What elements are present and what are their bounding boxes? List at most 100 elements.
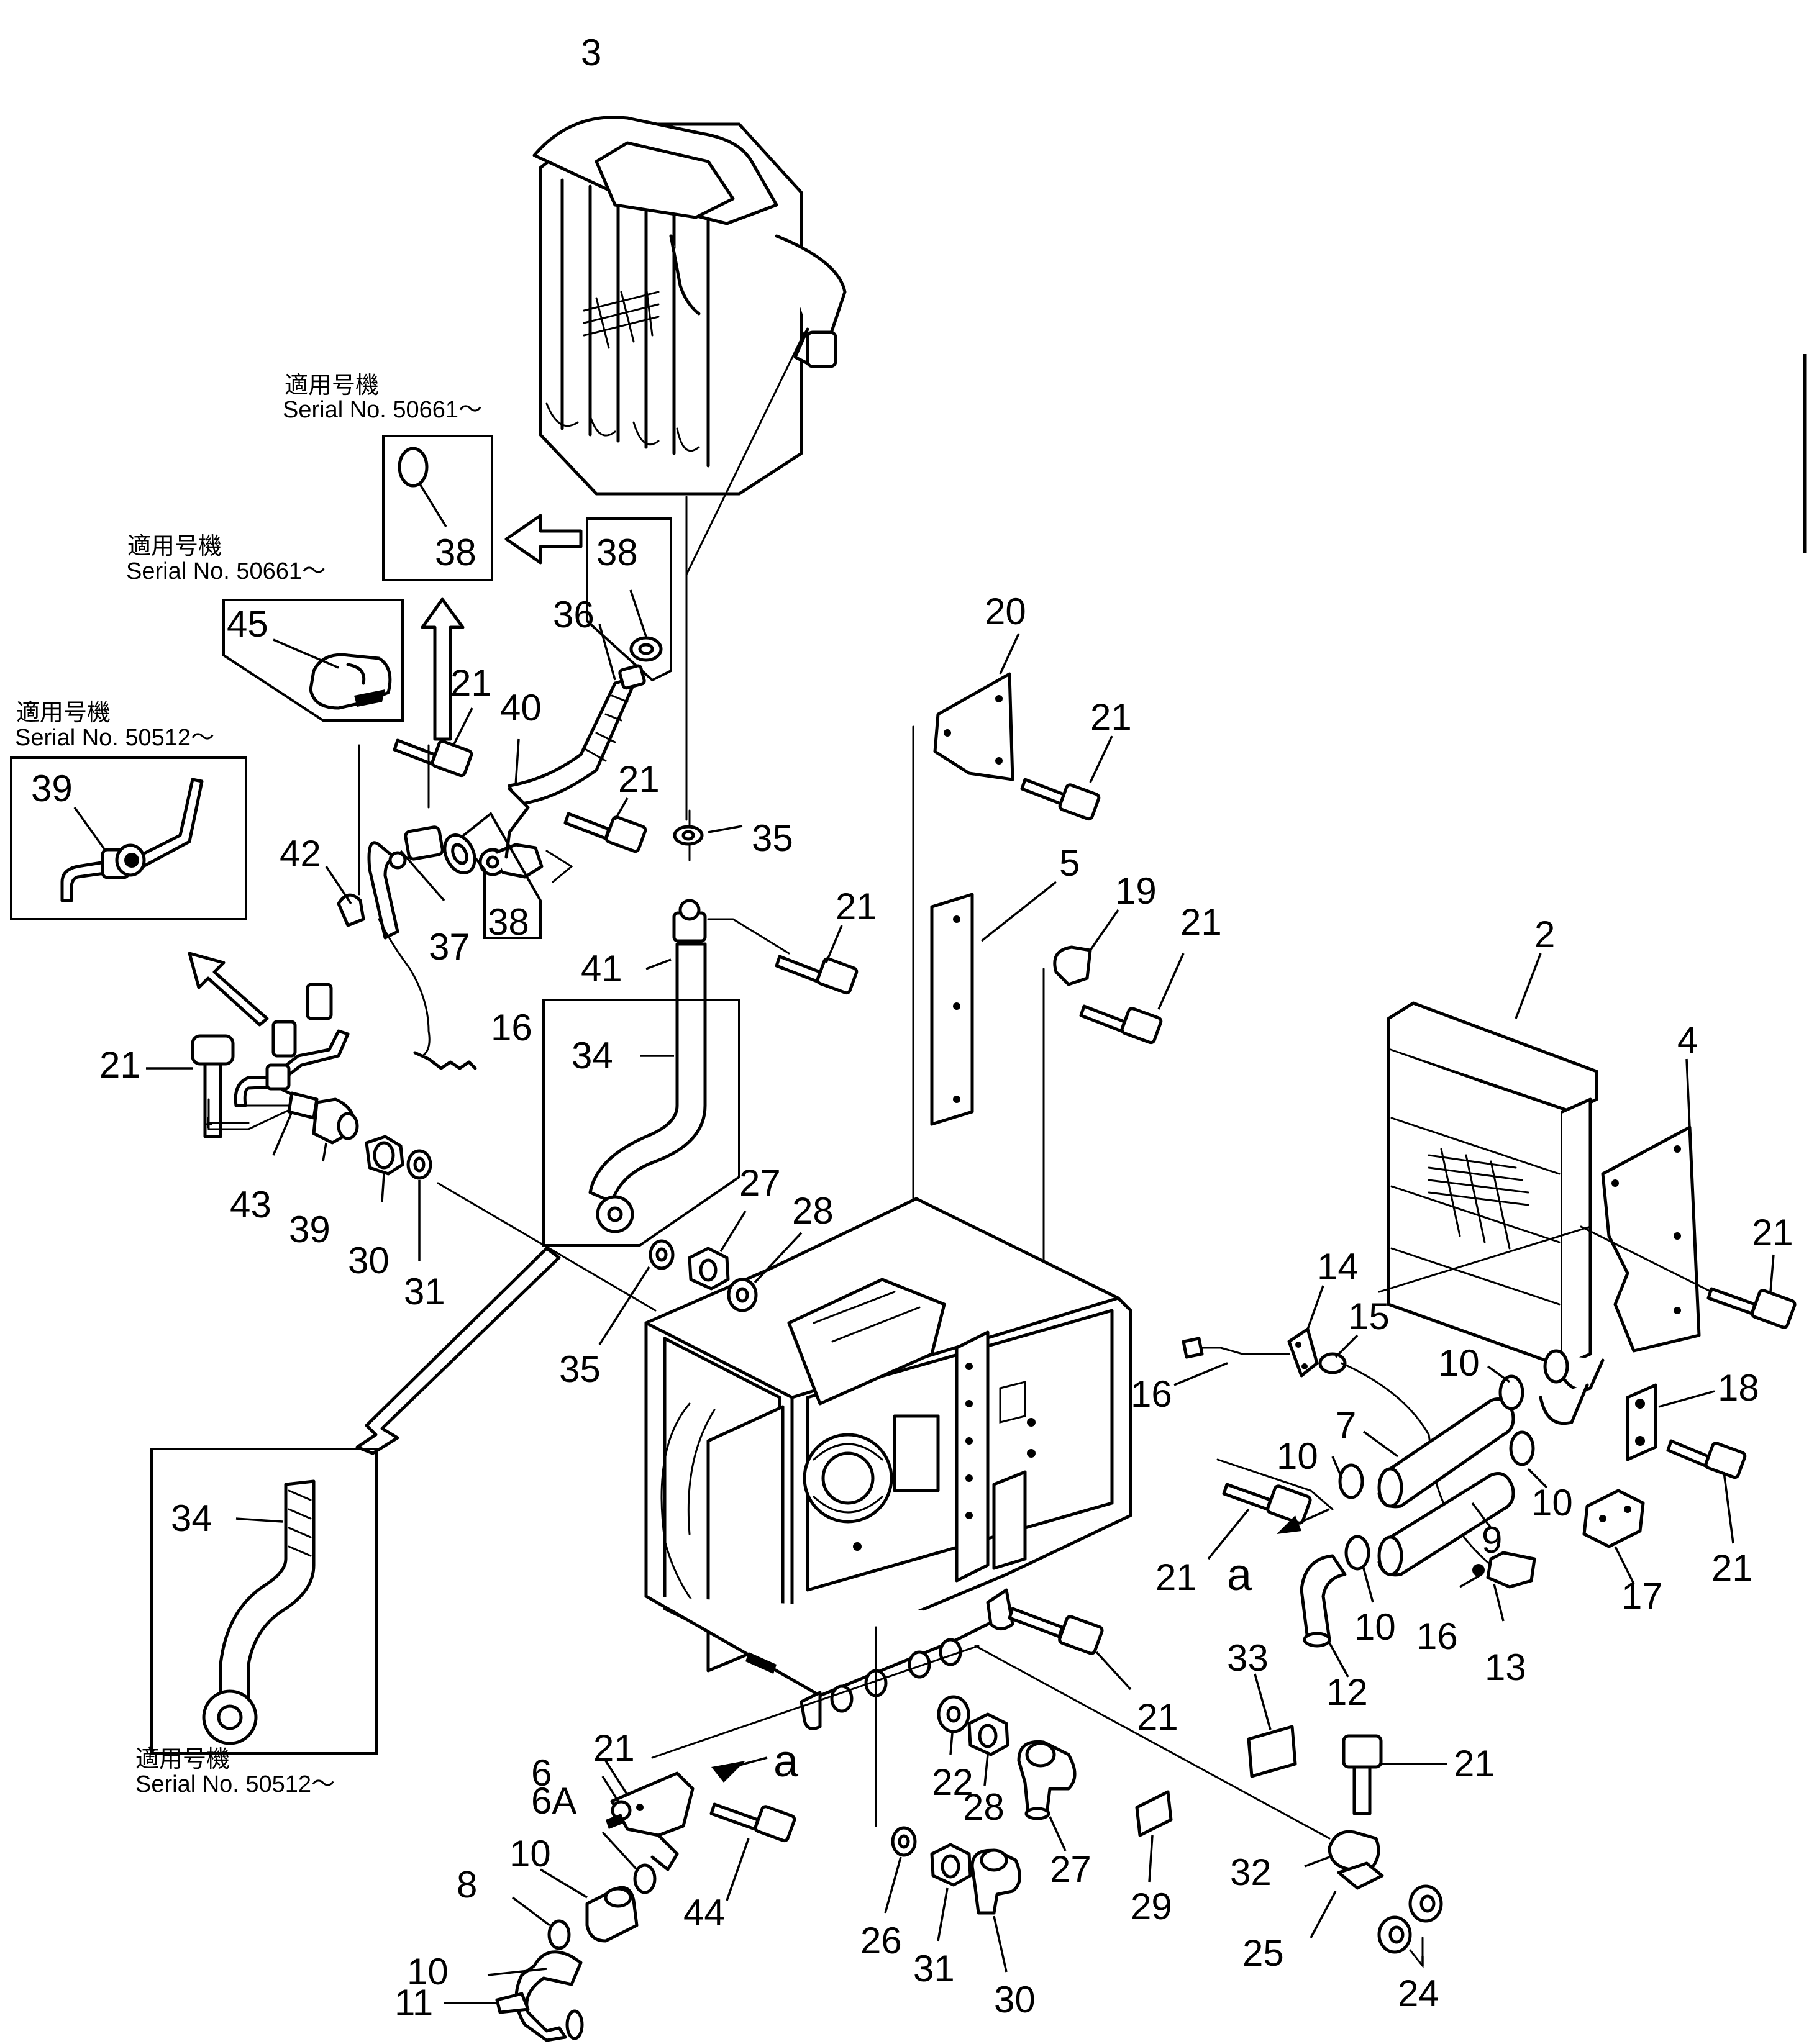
elbow-11-44	[444, 1950, 584, 2042]
serial-notes: 適用号機 Serial No. 50661～ 適用号機 Serial No. 5…	[15, 373, 482, 1797]
callout-18: 18	[1718, 1367, 1759, 1409]
clamp-10-bottom-b	[511, 1896, 571, 1950]
serial-note-b-en: Serial No. 50661～	[126, 558, 326, 584]
callout-29: 30	[994, 1979, 1036, 2020]
callout-28-top: 28	[792, 1190, 834, 1232]
callout-21-d: 21	[1090, 696, 1132, 738]
bolt-21-c	[775, 925, 859, 995]
callout-37: 37	[429, 926, 470, 968]
bracket-18	[1626, 1383, 1715, 1461]
callout-4: 4	[1677, 1019, 1698, 1061]
bracket-line-43	[207, 1098, 250, 1124]
bolt-21-a	[393, 707, 473, 778]
pad-17	[1582, 1489, 1645, 1584]
bolt-22	[709, 1802, 796, 1901]
callout-43: 43	[230, 1184, 271, 1225]
callout-21-b: 21	[618, 758, 660, 800]
callout-28-bottom: 22	[932, 1761, 973, 1803]
view-markers: a a	[773, 1550, 1252, 1786]
callout-15: 15	[1348, 1296, 1390, 1337]
washer-35-mid	[598, 1239, 675, 1345]
bolt-21-f	[1580, 1225, 1797, 1329]
serial-note-a-en: Serial No. 50661～	[283, 397, 482, 423]
serial-note-a-jp: 適用号機	[285, 373, 379, 399]
bracket-4	[1601, 1058, 1701, 1353]
nut-27-bottom	[967, 1712, 1009, 1786]
callout-27-top: 27	[739, 1162, 781, 1204]
callout-39: 39	[289, 1209, 330, 1250]
valve-6	[601, 1645, 980, 1871]
plate-5	[930, 881, 1057, 1343]
callout-31-bottom: 26	[860, 1920, 902, 1961]
elbow-12	[1300, 1554, 1349, 1678]
bolt-21-d	[1020, 735, 1113, 821]
callout-7: 7	[1336, 1404, 1356, 1446]
callout-45: 45	[227, 603, 268, 645]
callout-33: 33	[1227, 1637, 1269, 1679]
callout-26: 27	[1050, 1848, 1091, 1890]
serial-box-o-ring	[382, 435, 583, 581]
nut-30-bottom	[930, 1843, 972, 1942]
callout-21-a: 21	[450, 662, 492, 704]
washer-28-top	[727, 1232, 803, 1312]
serial-note-b-jp: 適用号機	[127, 534, 222, 560]
callout-10-f: 8	[457, 1864, 477, 1905]
callout-21-c: 21	[836, 886, 877, 927]
serial-note-c-jp: 適用号機	[16, 700, 111, 726]
callout-34: 34	[572, 1035, 613, 1076]
callout-10-a: 10	[1438, 1342, 1480, 1384]
clamp-10-bottom-a	[601, 1831, 657, 1894]
washer-28-bottom	[937, 1695, 970, 1755]
callout-3: 3	[581, 32, 601, 73]
callout-44: 11	[394, 1982, 433, 2024]
hose-36-assembly	[508, 331, 806, 806]
callout-9: 9	[1482, 1519, 1502, 1561]
decal-32	[1135, 1790, 1173, 1883]
callout-23: 24	[1398, 1973, 1439, 2014]
callout-14: 14	[1317, 1246, 1359, 1288]
bolt-21-g	[1666, 1439, 1747, 1544]
washer-35-top	[673, 496, 743, 846]
clamp-25-24	[974, 1645, 1384, 1938]
washer-31-bottom	[875, 1626, 917, 1914]
callout-17: 17	[1621, 1575, 1663, 1617]
clip-19	[1053, 909, 1119, 986]
callout-6: 21	[593, 1727, 635, 1769]
callout-12: 12	[1326, 1671, 1368, 1713]
callout-22: 44	[683, 1892, 725, 1933]
callout-35-mid: 35	[559, 1348, 601, 1390]
callout-38-b: 38	[596, 532, 638, 573]
nut-30	[365, 1135, 404, 1202]
fitting-40	[478, 738, 573, 883]
bolt-21-h	[1207, 1458, 1334, 1560]
callout-19: 19	[1115, 870, 1157, 912]
pipe-assembly-43	[146, 983, 359, 1162]
callout-10-c: 10	[1531, 1482, 1573, 1524]
callout-30-bottom: 31	[913, 1948, 955, 1989]
callout-36: 36	[553, 594, 595, 635]
decal-33	[1247, 1673, 1297, 1778]
callout-40: 40	[500, 687, 542, 729]
view-marker-a-right: a	[1227, 1550, 1252, 1600]
bolt-21-e	[1079, 953, 1185, 1045]
callout-31: 31	[404, 1271, 445, 1312]
hose-9	[1377, 1472, 1515, 1577]
callout-labels: 3 38 38 45 36 21 40 21 35 39 42 37 38 41…	[31, 32, 1793, 2024]
main-housing	[644, 1197, 1132, 1730]
callout-10-e: 6A	[531, 1780, 576, 1822]
radiator-2	[1387, 953, 1605, 1425]
callout-24: 25	[1242, 1932, 1284, 1974]
hose-8	[540, 1868, 639, 1943]
bolt-21-b	[563, 797, 647, 853]
callout-21-e: 21	[1180, 901, 1222, 943]
callout-38-a: 38	[435, 532, 476, 573]
callout-21-g: 21	[1711, 1547, 1753, 1589]
serial-box-clip-45	[222, 597, 465, 741]
callout-42: 42	[280, 833, 321, 874]
serial-box-pipe-39	[10, 756, 269, 1027]
callout-21-vert: 21	[1454, 1743, 1495, 1784]
heater-core-3	[532, 116, 847, 496]
serial-note-d-en: Serial No. 50512～	[135, 1771, 335, 1797]
callout-5: 5	[1059, 842, 1080, 884]
view-marker-a-left: a	[773, 1737, 799, 1786]
